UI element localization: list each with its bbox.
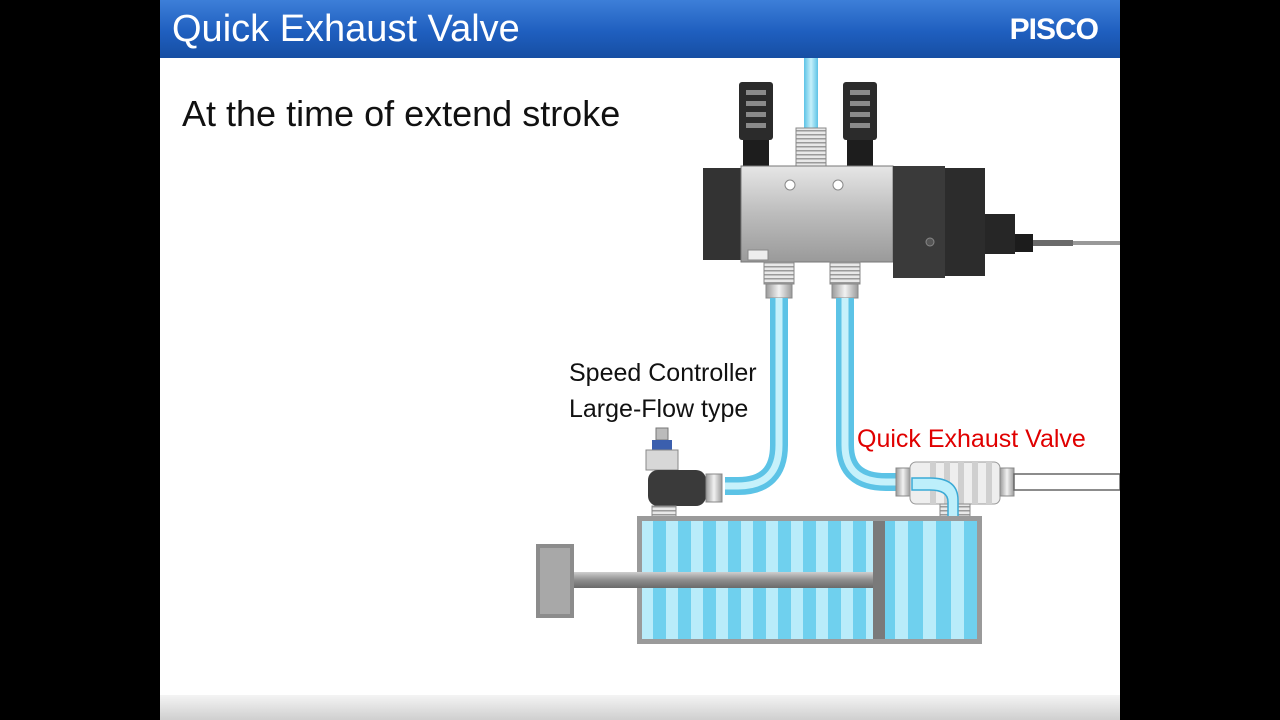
speed-controller xyxy=(645,427,723,521)
pneumatic-circuit-diagram xyxy=(536,58,1120,644)
silencer-right xyxy=(843,82,877,166)
air-cylinder xyxy=(536,516,982,644)
footer-bar xyxy=(160,695,1120,720)
title-bar: Quick Exhaust Valve PISCO xyxy=(160,0,1120,58)
tube-to-speed-controller xyxy=(725,298,788,495)
quick-exhaust-valve-label: Quick Exhaust Valve xyxy=(857,425,1086,453)
slide-title: Quick Exhaust Valve xyxy=(172,8,520,50)
valve-fitting-left xyxy=(763,261,795,299)
slide-subtitle: At the time of extend stroke xyxy=(182,93,621,134)
solenoid-valve xyxy=(703,165,1120,278)
supply-tube xyxy=(795,58,827,169)
speed-controller-label-line1: Speed Controller xyxy=(569,359,757,387)
tube-to-quick-exhaust-valve xyxy=(836,298,898,491)
valve-fitting-right xyxy=(829,261,861,299)
silencer-left xyxy=(739,82,773,166)
speed-controller-label-line2: Large-Flow type xyxy=(569,395,749,423)
pisco-logo: PISCO xyxy=(1009,13,1099,46)
slide: Quick Exhaust Valve PISCO At the time of… xyxy=(160,0,1120,720)
